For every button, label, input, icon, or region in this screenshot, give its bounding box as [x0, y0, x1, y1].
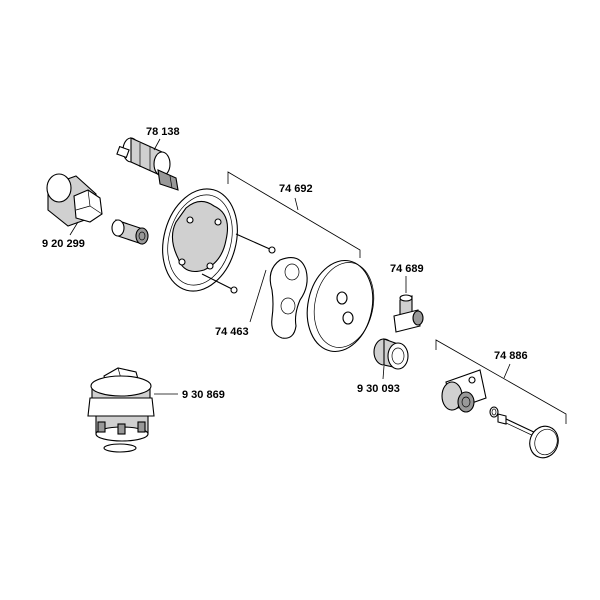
label-9-30-869: 9 30 869	[182, 389, 225, 401]
label-9-30-093: 9 30 093	[357, 383, 400, 395]
label-74-689: 74 689	[390, 263, 424, 275]
leader-78-138	[153, 138, 161, 151]
label-74-692: 74 692	[279, 183, 313, 195]
leader-9-20-299	[69, 221, 79, 236]
gasket-part[interactable]	[269, 257, 308, 339]
hex-adapter-part[interactable]	[46, 173, 103, 227]
bracket-74-886	[435, 339, 567, 424]
label-74-886: 74 886	[494, 350, 528, 362]
handle-body-part[interactable]	[441, 369, 487, 413]
leader-74-692	[294, 197, 299, 211]
screws-part[interactable]	[201, 233, 276, 294]
spindle-extension-part[interactable]	[111, 219, 149, 245]
leader-9-30-093	[382, 365, 385, 380]
label-74-463: 74 463	[215, 326, 249, 338]
cartridge-tool-part[interactable]	[87, 367, 155, 453]
o-ring-part[interactable]	[489, 406, 499, 418]
leader-74-463	[249, 269, 267, 323]
leader-74-886	[503, 363, 511, 379]
handle-screw-part[interactable]	[497, 413, 539, 439]
cap-disc-part[interactable]	[525, 422, 562, 462]
label-78-138: 78 138	[146, 126, 180, 138]
cartridge-part[interactable]	[116, 137, 179, 191]
cover-plate-part[interactable]	[299, 254, 381, 357]
label-9-20-299: 9 20 299	[42, 238, 85, 250]
bracket-74-692	[227, 171, 361, 258]
elbow-fitting-part[interactable]	[393, 294, 424, 333]
nut-ring-part[interactable]	[373, 338, 409, 370]
mounting-plate-part[interactable]	[152, 180, 248, 299]
